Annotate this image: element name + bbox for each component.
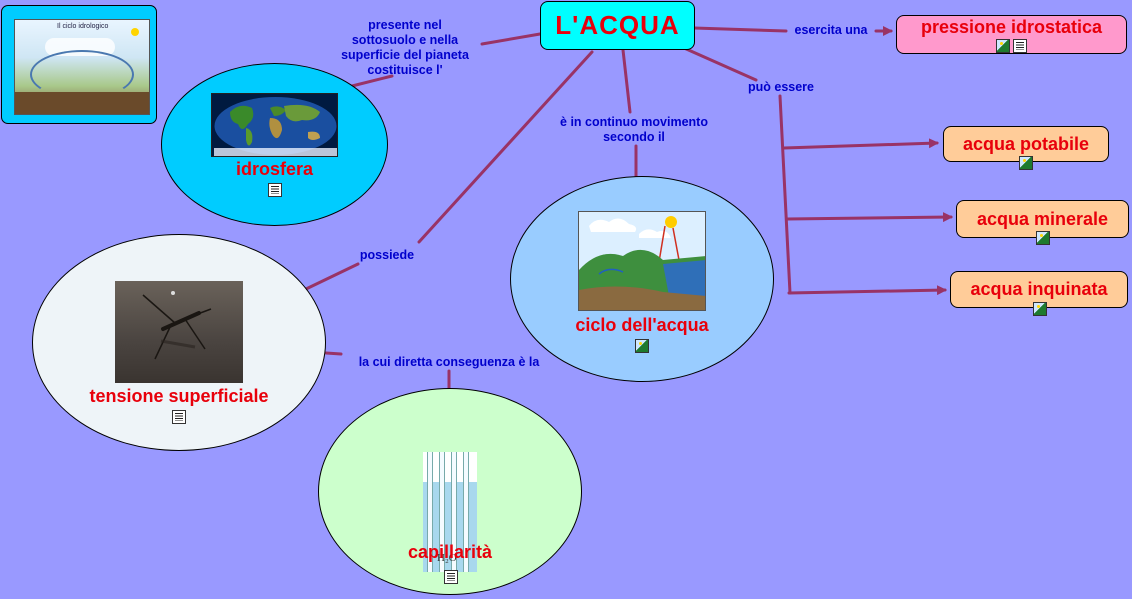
node-idrosfera[interactable]: idrosfera (161, 63, 388, 226)
water-cycle-image (578, 211, 706, 311)
document-icon[interactable] (1013, 39, 1027, 53)
link-label-puo-essere: può essere (736, 80, 826, 95)
node-capillarita-title: capillarità (319, 542, 581, 563)
link-label-movimento: è in continuo movimento secondo il (544, 115, 724, 145)
node-ciclo-dell-acqua[interactable]: ciclo dell'acqua (510, 176, 774, 382)
link-acqua-to-movimento (623, 50, 630, 112)
image-icon[interactable] (1036, 231, 1050, 245)
world-map-drawing (212, 94, 338, 157)
image-icon[interactable] (1033, 302, 1047, 316)
water-strider-image (115, 281, 243, 383)
node-tensione-superficiale[interactable]: tensione superficiale (32, 234, 326, 451)
link-tensione-to-conseguenza (326, 353, 341, 354)
image-icon[interactable] (1019, 156, 1033, 170)
thumbnail-ground (15, 92, 150, 114)
node-capillarita[interactable]: H₂O capillarità (318, 388, 582, 595)
link-acqua-to-esercita (694, 28, 786, 31)
node-idrosfera-title: idrosfera (236, 159, 313, 180)
thumbnail-caption: Il ciclo idrologico (57, 23, 108, 30)
node-potabile-title: acqua potabile (963, 134, 1089, 155)
document-icon[interactable] (172, 410, 186, 424)
node-pressione-title: pressione idrostatica (921, 17, 1102, 38)
link-to-minerale (787, 217, 951, 219)
link-puo-essere-trunk (780, 96, 790, 293)
node-minerale-title: acqua minerale (977, 209, 1108, 230)
link-possiede-to-tensione (306, 264, 358, 289)
water-cycle-thumbnail-image: Il ciclo idrologico (14, 19, 150, 115)
link-to-inquinata (789, 290, 945, 293)
water-strider-drawing (115, 281, 243, 383)
water-cycle-drawing (579, 212, 706, 311)
central-node-title: L'ACQUA (555, 10, 679, 41)
link-label-esercita: esercita una (786, 23, 876, 38)
node-pressione-idrostatica[interactable]: pressione idrostatica (896, 15, 1127, 54)
link-label-conseguenza: la cui diretta conseguenza è la (340, 355, 558, 370)
image-icon[interactable] (635, 339, 649, 353)
node-tensione-title: tensione superficiale (89, 386, 268, 407)
link-acqua-to-presente (482, 34, 540, 44)
link-to-potabile (784, 143, 937, 148)
link-label-possiede: possiede (349, 248, 425, 263)
document-icon[interactable] (444, 570, 458, 584)
node-ciclo-title: ciclo dell'acqua (575, 315, 708, 336)
image-icon[interactable] (996, 39, 1010, 53)
link-label-presente: presente nel sottosuolo e nella superfic… (330, 18, 480, 78)
thumbnail-sun (131, 28, 139, 36)
node-inquinata-title: acqua inquinata (970, 279, 1107, 300)
document-icon[interactable] (268, 183, 282, 197)
link-acqua-to-puo-essere (684, 48, 756, 80)
water-cycle-thumbnail[interactable]: Il ciclo idrologico (1, 5, 157, 124)
central-node-acqua[interactable]: L'ACQUA (540, 1, 695, 50)
world-map-image (211, 93, 338, 157)
